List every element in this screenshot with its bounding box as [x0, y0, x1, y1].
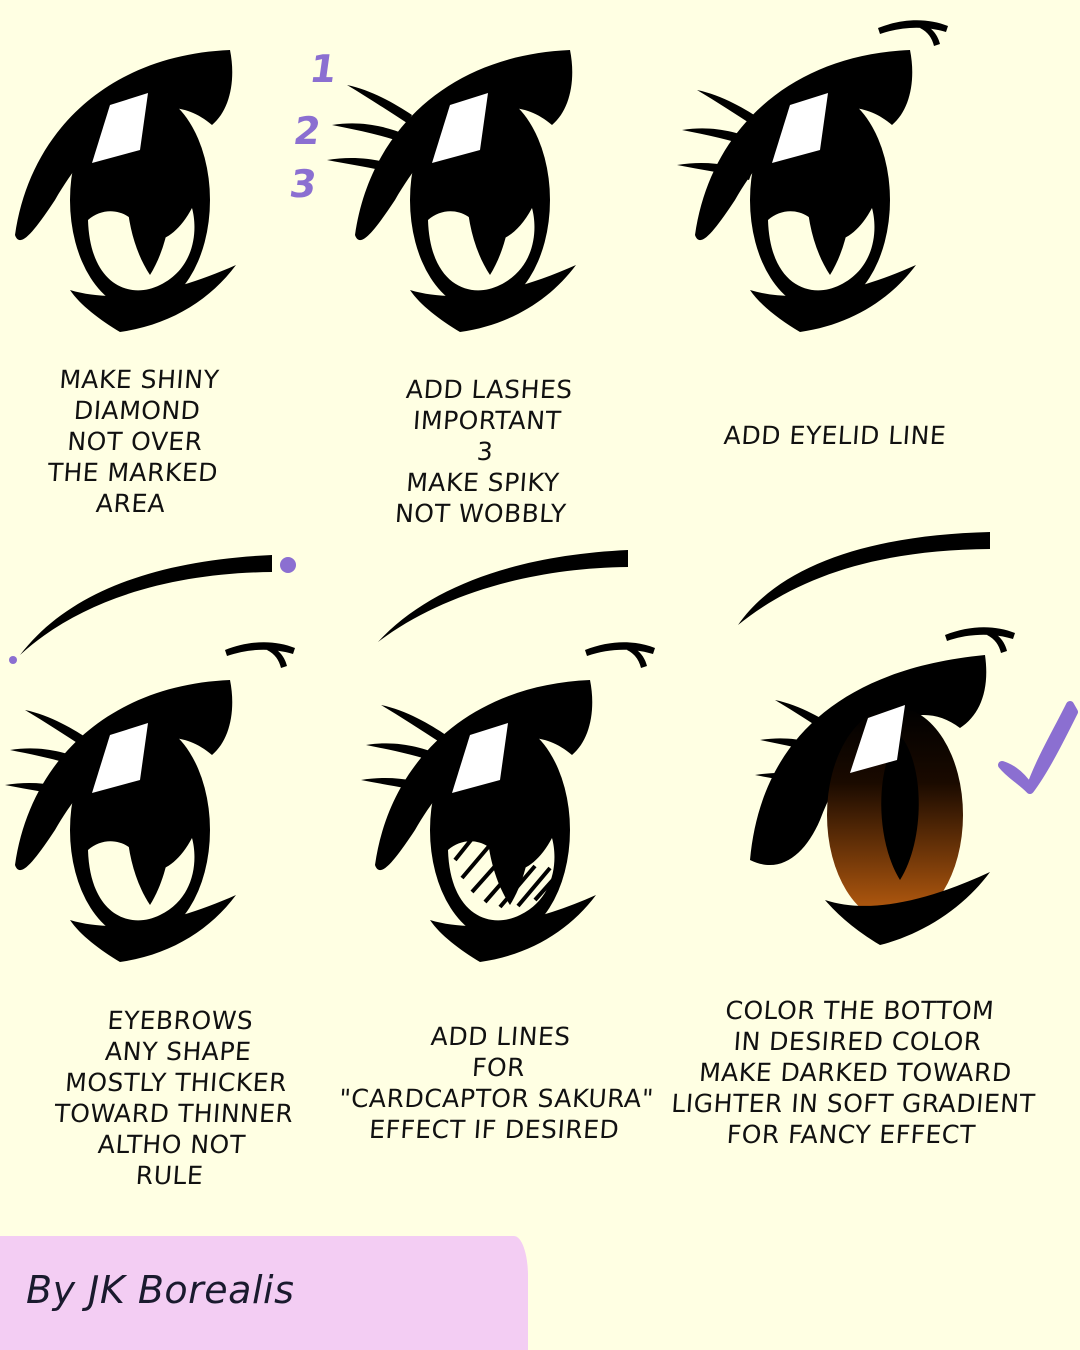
author-credit: By JK Borealis [26, 1268, 295, 1312]
caption-step-1: MAKE SHINY DIAMOND NOT OVER THE MARKED A… [46, 365, 221, 518]
caption-step-4: EYEBROWS ANY SHAPE MOSTLY THICKER TOWARD… [53, 1006, 295, 1190]
eye-step-1 [15, 50, 236, 332]
lash-number-1: 1 [306, 47, 340, 91]
eyebrow-step-4 [20, 555, 272, 655]
eyebrow-thin-marker [9, 656, 17, 664]
caption-step-5: ADD LINES FOR "CARDCAPTOR SAKURA" EFFECT… [338, 1022, 655, 1144]
lash-number-3: 3 [286, 162, 320, 206]
eyebrow-step-5 [378, 550, 628, 642]
credit-banner [0, 1236, 528, 1350]
eye-step-2 [327, 50, 576, 332]
eye-step-6 [750, 627, 1015, 945]
eye-step-5 [361, 642, 655, 962]
eye-step-3 [677, 20, 948, 332]
eyebrow-thick-marker [280, 557, 296, 573]
checkmark-icon [998, 701, 1078, 794]
caption-step-6: COLOR THE BOTTOM IN DESIRED COLOR MAKE D… [670, 996, 1037, 1149]
caption-step-2: ADD LASHES IMPORTANT 3 MAKE SPIKY NOT WO… [394, 375, 574, 528]
lash-number-2: 2 [290, 109, 324, 153]
eyebrow-step-6 [738, 532, 990, 625]
caption-step-3: ADD EYELID LINE [722, 421, 948, 450]
eye-step-4 [5, 642, 295, 962]
